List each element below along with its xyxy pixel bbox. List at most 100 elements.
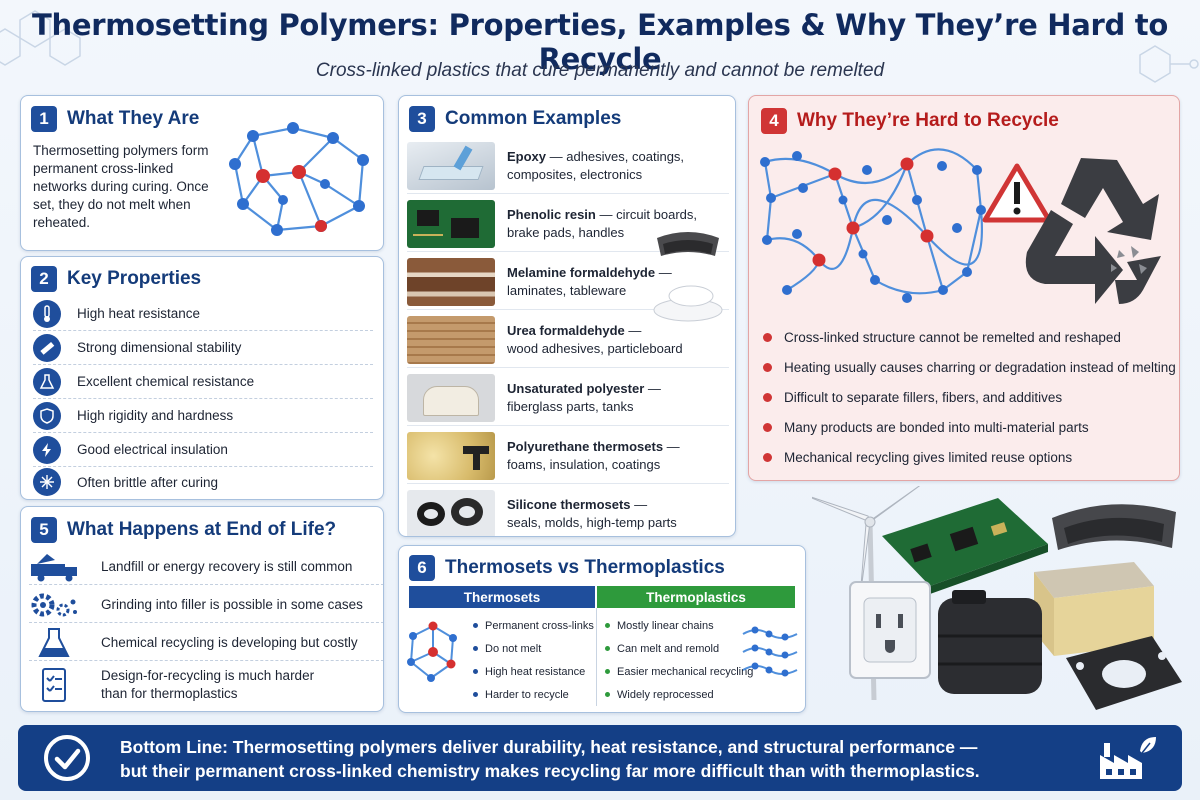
panel-5-title: 5 What Happens at End of Life? bbox=[31, 517, 336, 543]
thermometer-icon bbox=[33, 299, 61, 328]
reason-item: Mechanical recycling gives limited reuse… bbox=[763, 450, 1072, 465]
end-of-life-label: Grinding into filler is possible in some… bbox=[101, 597, 363, 612]
molecule-decoration bbox=[1139, 45, 1199, 83]
panel-2-title: 2 Key Properties bbox=[31, 266, 201, 292]
thermoplastics-header: Thermoplastics bbox=[597, 586, 795, 608]
property-row: Good electrical insulation bbox=[33, 433, 373, 467]
circuit-board-icon bbox=[882, 498, 1048, 594]
property-label: Excellent chemical resistance bbox=[77, 374, 255, 389]
broken-recycle-icon bbox=[1025, 158, 1161, 304]
column-divider bbox=[596, 608, 597, 706]
end-of-life-label: Chemical recycling is developing but cos… bbox=[101, 635, 358, 650]
thermosets-item: High heat resistance bbox=[473, 660, 594, 683]
gasket-icon bbox=[1066, 636, 1182, 710]
gears-icon bbox=[31, 593, 77, 616]
reason-item: Difficult to separate fillers, fibers, a… bbox=[763, 390, 1062, 405]
section-title: What Happens at End of Life? bbox=[67, 519, 337, 540]
warning-icon bbox=[982, 163, 1052, 223]
epoxy-image bbox=[407, 141, 495, 190]
thermosets-header: Thermosets bbox=[409, 586, 595, 608]
panel-3-title: 3 Common Examples bbox=[409, 106, 621, 132]
lightning-icon bbox=[33, 435, 61, 464]
section-number: 5 bbox=[31, 517, 57, 543]
crack-icon bbox=[33, 468, 61, 496]
bottom-line-text: Bottom Line: Thermosetting polymers deli… bbox=[120, 735, 1060, 783]
panel-end-of-life: 5 What Happens at End of Life? Landfill … bbox=[20, 506, 384, 712]
example-row: Silicone thermosets —seals, molds, high-… bbox=[407, 486, 729, 536]
panel-4-title: 4 Why They’re Hard to Recycle bbox=[761, 108, 1059, 134]
check-circle-icon bbox=[44, 735, 90, 781]
property-label: Good electrical insulation bbox=[77, 442, 228, 457]
bottom-line-banner: Bottom Line: Thermosetting polymers deli… bbox=[18, 725, 1182, 791]
property-row: High heat resistance bbox=[33, 297, 373, 331]
reason-item: Heating usually causes charring or degra… bbox=[763, 360, 1176, 375]
panel-common-examples: 3 Common Examples Epoxy — adhesives, coa… bbox=[398, 95, 736, 537]
example-row: Unsaturated polyester —fiberglass parts,… bbox=[407, 370, 729, 426]
thermosets-list: Permanent cross-links Do not melt High h… bbox=[473, 614, 594, 706]
thermosets-item: Permanent cross-links bbox=[473, 614, 594, 637]
hexagon-decoration bbox=[0, 10, 81, 66]
panel-what-they-are: 1 What They Are Thermosetting polymers f… bbox=[20, 95, 384, 251]
panel-1-title: 1 What They Are bbox=[31, 106, 199, 132]
foam-spray-image bbox=[407, 431, 495, 480]
example-text: Polyurethane thermosets —foams, insulati… bbox=[507, 438, 680, 472]
example-row: Epoxy — adhesives, coatings,composites, … bbox=[407, 138, 729, 194]
example-row: Phenolic resin — circuit boards,brake pa… bbox=[407, 196, 729, 252]
dense-network-icon bbox=[760, 148, 986, 303]
example-text: Silicone thermosets —seals, molds, high-… bbox=[507, 497, 677, 530]
electrical-outlet-icon bbox=[849, 581, 931, 679]
example-text: Urea formaldehyde —wood adhesives, parti… bbox=[507, 322, 683, 356]
particleboard-image bbox=[407, 315, 495, 364]
thermosets-item: Do not melt bbox=[473, 637, 594, 660]
section-number: 4 bbox=[761, 108, 787, 134]
panel-hard-to-recycle: 4 Why They’re Hard to Recycle bbox=[748, 95, 1180, 481]
property-label: Strong dimensional stability bbox=[77, 340, 242, 355]
property-row: High rigidity and hardness bbox=[33, 399, 373, 433]
property-row: Excellent chemical resistance bbox=[33, 365, 373, 399]
silicone-seal-image bbox=[407, 490, 495, 536]
section-number: 2 bbox=[31, 266, 57, 292]
crosslinked-network-icon bbox=[229, 122, 369, 236]
section-title: Common Examples bbox=[445, 108, 622, 129]
tank-icon bbox=[938, 590, 1042, 694]
section-title: Why They’re Hard to Recycle bbox=[797, 110, 1059, 131]
page-subtitle: Cross-linked plastics that cure permanen… bbox=[315, 60, 885, 81]
example-text: Phenolic resin — circuit boards,brake pa… bbox=[507, 206, 698, 240]
property-label: High rigidity and hardness bbox=[77, 408, 234, 423]
factory-leaf-icon bbox=[1100, 737, 1156, 779]
brake-pad-image bbox=[653, 228, 723, 264]
thermoplastics-item: Can melt and remold bbox=[605, 637, 753, 660]
panel-6-title: 6 Thermosets vs Thermoplastics bbox=[409, 555, 725, 581]
section-number: 3 bbox=[409, 106, 435, 132]
thermoplastics-item: Easier mechanical recycling bbox=[605, 660, 753, 683]
linear-chains-icon bbox=[742, 626, 798, 677]
laminate-image bbox=[407, 257, 495, 306]
example-text: Unsaturated polyester —fiberglass parts,… bbox=[507, 380, 661, 414]
end-of-life-row: Grinding into filler is possible in some… bbox=[29, 587, 383, 623]
end-of-life-label: Landfill or energy recovery is still com… bbox=[101, 559, 353, 574]
brake-pad-icon bbox=[1052, 504, 1176, 550]
example-row: Polyurethane thermosets —foams, insulati… bbox=[407, 428, 729, 484]
flask-icon bbox=[33, 367, 61, 396]
example-row: Urea formaldehyde —wood adhesives, parti… bbox=[407, 312, 729, 368]
tableware-plate-image bbox=[651, 280, 725, 324]
thermoplastics-list: Mostly linear chains Can melt and remold… bbox=[605, 614, 753, 706]
reason-item: Cross-linked structure cannot be remelte… bbox=[763, 330, 1121, 345]
section-title: What They Are bbox=[67, 108, 200, 129]
bottom-line-1: Bottom Line: Thermosetting polymers deli… bbox=[120, 737, 978, 757]
ruler-icon bbox=[33, 333, 61, 362]
section-title: Key Properties bbox=[67, 268, 202, 289]
section-number: 6 bbox=[409, 555, 435, 581]
product-illustration bbox=[812, 486, 1182, 710]
landfill-truck-icon bbox=[31, 553, 77, 581]
end-of-life-row: Chemical recycling is developing but cos… bbox=[29, 625, 383, 661]
flask-icon bbox=[38, 627, 70, 657]
example-text: Melamine formaldehyde —laminates, tablew… bbox=[507, 264, 672, 298]
page-title: Thermosetting Polymers: Properties, Exam… bbox=[32, 8, 1168, 76]
property-label: High heat resistance bbox=[77, 306, 201, 321]
panel-key-properties: 2 Key Properties High heat resistance St… bbox=[20, 256, 384, 500]
circuit-board-image bbox=[407, 199, 495, 248]
definition-text: Thermosetting polymers form permanent cr… bbox=[33, 143, 209, 230]
